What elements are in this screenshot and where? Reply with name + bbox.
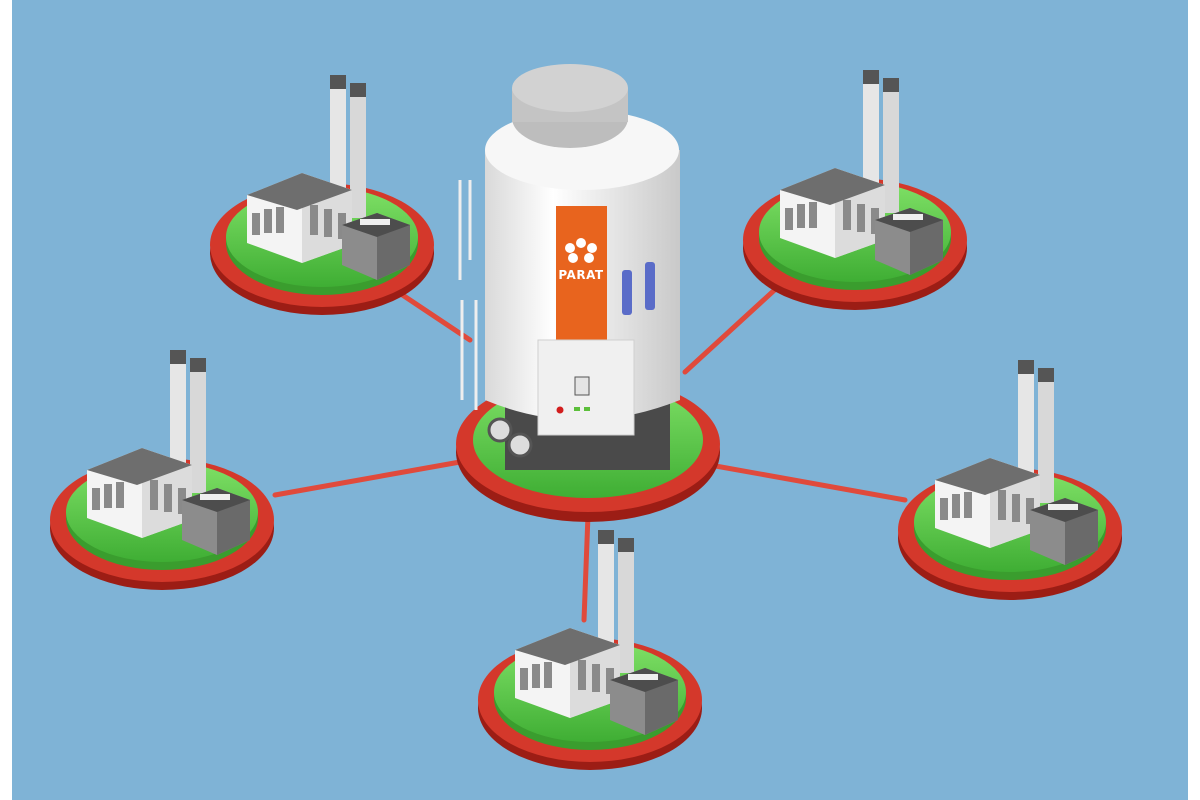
piping-left (458, 180, 478, 410)
boiler: PARAT (456, 64, 720, 522)
brand-logo-text: PARAT (558, 268, 604, 282)
pipe-bottom (581, 512, 591, 623)
brand-panel (556, 206, 607, 341)
pipe-top-right (682, 282, 783, 375)
pipe-right (707, 462, 908, 503)
parat-logo-icon (565, 238, 597, 263)
pipes (272, 282, 908, 623)
pipe-top-left (392, 287, 473, 343)
pipe-left (272, 459, 463, 498)
display-icon (574, 376, 590, 396)
red-indicator-icon (556, 406, 564, 414)
valve-icons (622, 262, 655, 315)
